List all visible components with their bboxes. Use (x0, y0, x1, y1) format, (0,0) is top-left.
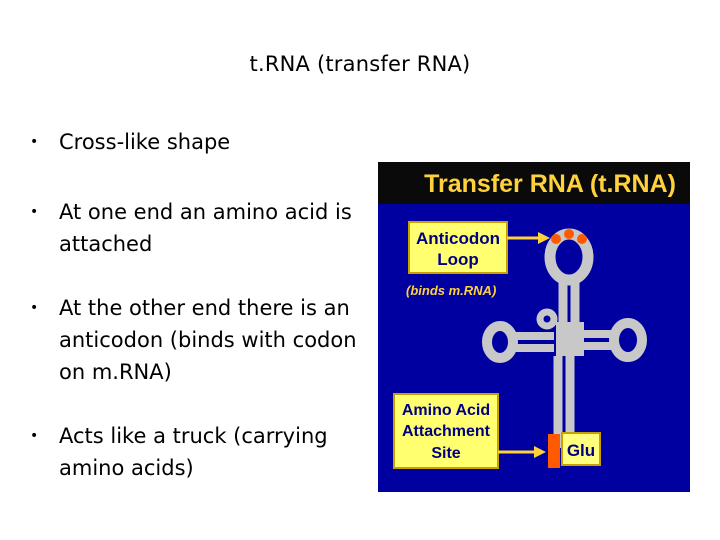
bullet-marker: • (30, 428, 39, 444)
bullet-text: At the other end there is an anticodon (… (59, 296, 357, 384)
amino-acid-box (561, 432, 601, 466)
diagram-heading: Transfer RNA (t.RNA) (424, 170, 676, 198)
bullet-marker: • (30, 300, 39, 316)
amino-acid-label: Glu (567, 441, 595, 460)
trna-diagram-svg: Transfer RNA (t.RNA) Anticodon Loop (bin… (378, 170, 690, 492)
anticodon-base (551, 234, 561, 244)
attachment-label-line2: Attachment (402, 423, 491, 440)
attachment-label-line1: Amino Acid (402, 402, 490, 419)
d-arm-loop (482, 321, 518, 363)
anticodon-label-line2: Loop (437, 250, 479, 269)
anticodon-base (577, 234, 587, 244)
anticodon-label-box (408, 221, 508, 274)
anticodon-base (564, 229, 574, 239)
anticodon-label-line1: Anticodon (416, 229, 500, 248)
bullet-marker: • (30, 134, 39, 150)
binds-mrna-label: (binds m.RNA) (406, 283, 496, 298)
slide-title: t.RNA (transfer RNA) (249, 52, 471, 76)
t-arm-loop (609, 318, 647, 362)
variable-loop (536, 308, 558, 330)
attachment-label-line3: Site (431, 445, 460, 462)
central-junction (556, 322, 584, 356)
trna-diagram: Transfer RNA (t.RNA) Anticodon Loop (bin… (378, 162, 690, 492)
attachment-arrowhead (534, 446, 546, 458)
bullet-marker: • (30, 204, 39, 220)
attachment-label-box (393, 393, 499, 469)
bullet-text: Cross-like shape (59, 130, 231, 154)
bullet-text: Acts like a truck (carrying amino acids) (59, 424, 328, 480)
bullet-text: At one end an amino acid is attached (59, 200, 352, 256)
anticodon-arrowhead (538, 232, 550, 244)
amino-acid-attachment-end (548, 434, 560, 468)
